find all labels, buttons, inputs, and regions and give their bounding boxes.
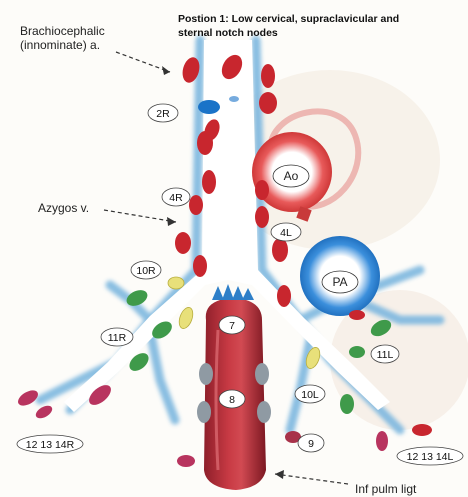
pa-label: PA: [332, 275, 347, 289]
brachiocephalic-arrowhead: [162, 66, 170, 75]
station-11r-label: 11R: [108, 332, 127, 344]
node-green: [340, 394, 354, 414]
inf-pulm-arrow: [275, 474, 348, 484]
station-10l-label: 10L: [301, 389, 319, 401]
node-red: [175, 232, 191, 254]
station-7-label: 7: [229, 320, 235, 332]
station-10r-label: 10R: [136, 265, 156, 277]
brachiocephalic-label-line-2: (innominate) a.: [20, 38, 100, 52]
station-9-label: 9: [308, 438, 314, 450]
azygos-label: Azygos v.: [38, 201, 89, 215]
node-red: [349, 310, 365, 320]
node-pink: [34, 403, 55, 421]
node-red: [255, 206, 269, 228]
node-red: [259, 92, 277, 114]
node-red: [202, 170, 216, 194]
node-blue: [198, 100, 220, 114]
node-blue-small: [229, 96, 239, 102]
station-121314r-label: 12 13 14R: [26, 439, 75, 451]
node-grey: [257, 401, 271, 423]
inf-pulm-label: Inf pulm ligt: [355, 482, 417, 496]
node-pink: [177, 455, 195, 467]
node-green: [349, 346, 365, 358]
node-yellow: [168, 277, 184, 289]
node-red: [193, 255, 207, 277]
node-red: [197, 131, 213, 155]
azygos-arrow: [104, 210, 176, 222]
azygos-arrowhead: [167, 217, 176, 226]
aorta-label: Ao: [284, 169, 299, 183]
inf-pulm-arrowhead: [275, 470, 284, 479]
node-grey: [255, 363, 269, 385]
station-2r-label: 2R: [156, 108, 170, 120]
pink-nodes: [15, 381, 388, 467]
node-pink: [376, 431, 388, 451]
brachiocephalic-arrow: [116, 52, 170, 72]
station-11l-label: 11L: [377, 349, 394, 361]
node-red: [277, 285, 291, 307]
station-4l-label: 4L: [280, 227, 292, 239]
node-red: [412, 424, 432, 436]
title-line-2: sternal notch nodes: [178, 27, 278, 39]
node-grey: [199, 363, 213, 385]
node-red: [272, 238, 288, 262]
node-grey: [197, 401, 211, 423]
station-4r-label: 4R: [169, 192, 183, 204]
node-red: [261, 64, 275, 88]
node-red: [255, 180, 269, 200]
node-red: [189, 195, 203, 215]
station-121314l-label: 12 13 14L: [407, 451, 454, 463]
subcarinal-vessels: [212, 284, 254, 300]
brachiocephalic-label-line-1: Brachiocephalic: [20, 24, 105, 38]
title-line-1: Postion 1: Low cervical, supraclavicular…: [178, 13, 399, 25]
station-8-label: 8: [229, 394, 235, 406]
